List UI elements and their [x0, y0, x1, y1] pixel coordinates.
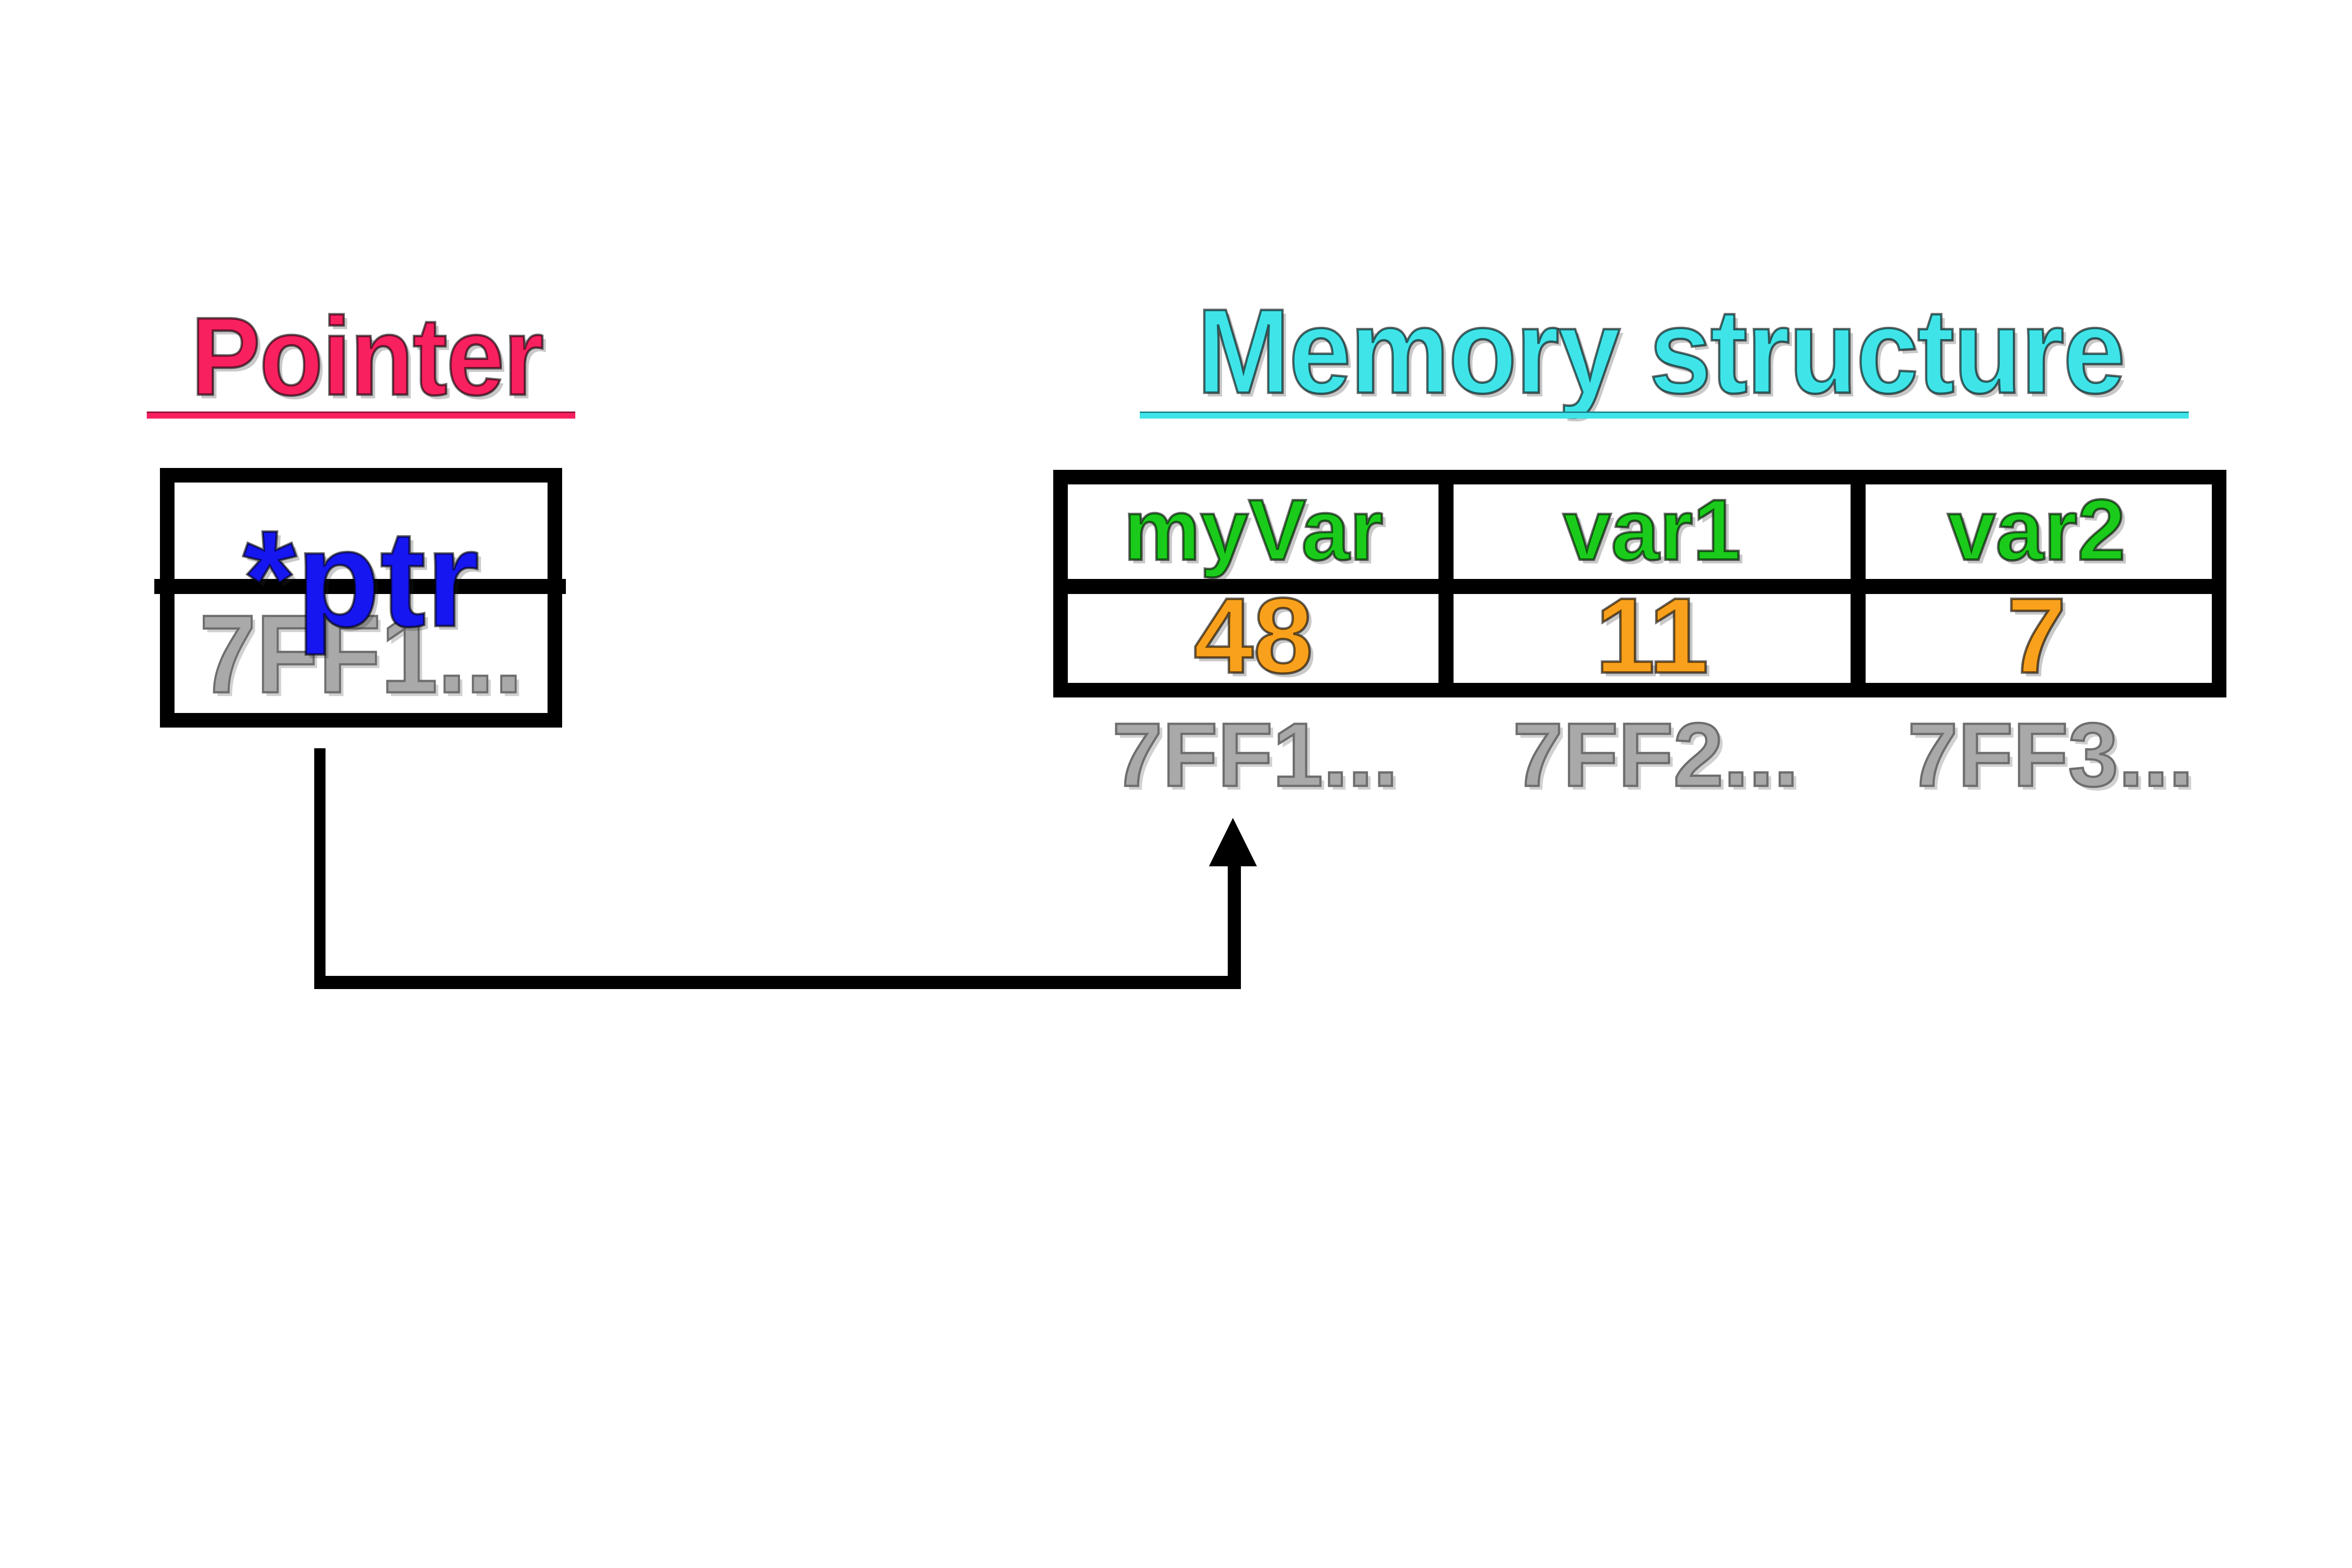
memory-section-title: Memory structure: [1128, 284, 2193, 419]
pointer-variable-cell: *ptr: [175, 500, 548, 658]
pointer-address-value: 7FF1...: [199, 592, 524, 716]
memory-column-header-myvar: myVar: [1122, 482, 1384, 578]
pointer-address-cell: 7FF1...: [175, 592, 548, 716]
memory-cell-value-myvar: 48: [1192, 576, 1314, 696]
memory-title-underline: [1139, 412, 2189, 419]
arrowhead-icon: [1209, 818, 1257, 866]
pointer-section-title: Pointer: [149, 293, 585, 418]
arrow-segment-vertical-right: [1228, 859, 1241, 989]
memory-table-row-divider: [1053, 579, 2227, 594]
memory-cell-value-var2: 7: [2005, 576, 2067, 696]
memory-column-header-var2: var2: [1947, 482, 2127, 578]
memory-section-title-text: Memory structure: [1196, 284, 2127, 419]
arrow-segment-vertical-left: [314, 748, 326, 989]
memory-address-label-2: 7FF2...: [1512, 704, 1800, 806]
pointer-box: [159, 468, 563, 728]
pointer-section-title-text: Pointer: [190, 293, 545, 418]
memory-address-label-3: 7FF3...: [1907, 704, 2195, 806]
pointer-title-underline: [146, 412, 576, 419]
memory-address-label-1: 7FF1...: [1111, 704, 1399, 806]
pointer-variable-label: *ptr: [242, 502, 481, 656]
memory-cell-value-var1: 11: [1594, 576, 1710, 696]
memory-column-header-var1: var1: [1562, 482, 1742, 578]
arrow-segment-horizontal: [314, 975, 1241, 989]
pointer-box-divider: [154, 579, 566, 594]
